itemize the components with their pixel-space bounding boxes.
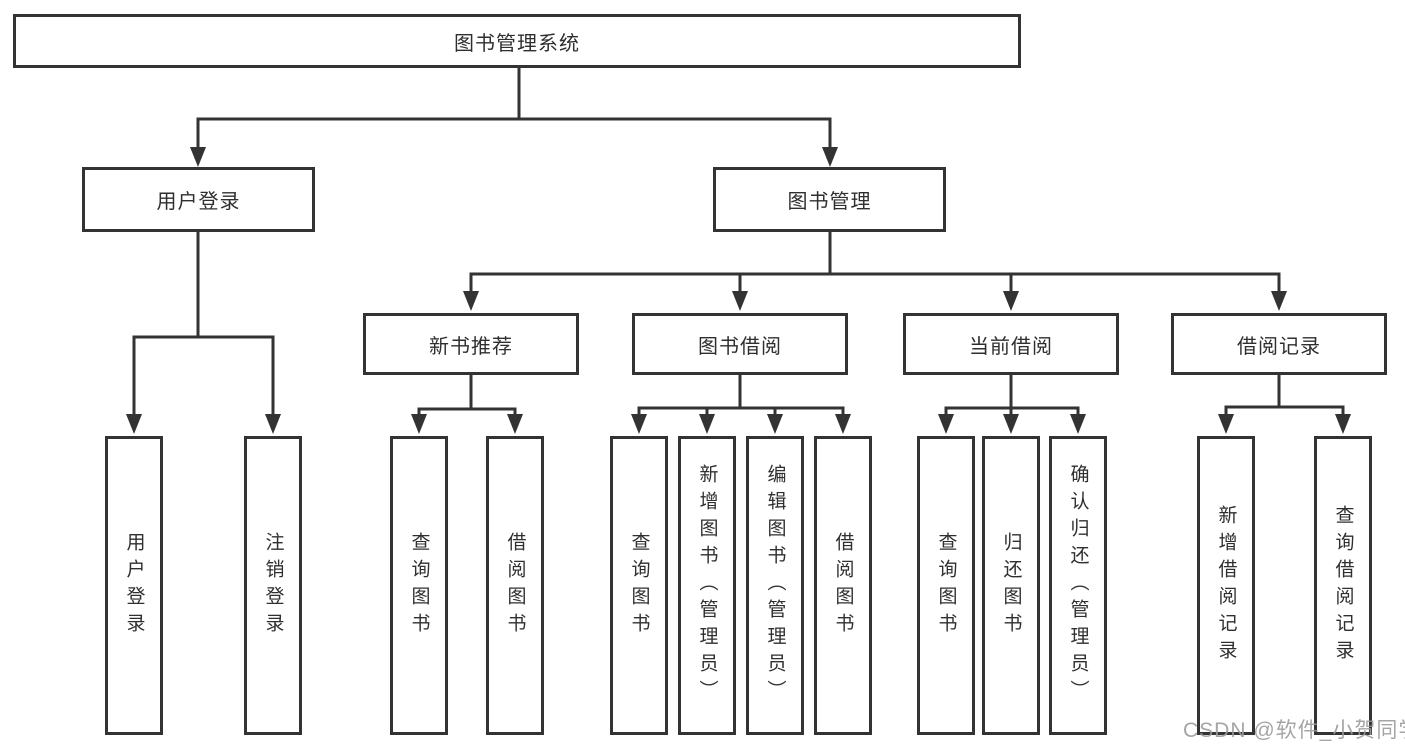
leaf-confirm-return-admin: 确认归还（管理员） <box>1049 436 1107 735</box>
leaf-borrow-books: 借阅图书 <box>814 436 872 735</box>
node-book-borrow: 图书借阅 <box>632 313 848 375</box>
leaf-borrow-books-recommend: 借阅图书 <box>486 436 544 735</box>
leaf-return-books: 归还图书 <box>982 436 1040 735</box>
csdn-watermark: CSDN @软件_小贺同学 <box>1183 719 1405 742</box>
node-user-login: 用户登录 <box>82 167 315 232</box>
node-borrow-records: 借阅记录 <box>1171 313 1387 375</box>
leaf-logout: 注销登录 <box>244 436 302 735</box>
leaf-edit-books-admin: 编辑图书（管理员） <box>746 436 804 735</box>
leaf-query-borrow-record: 查询借阅记录 <box>1314 436 1372 735</box>
leaf-query-books-borrow: 查询图书 <box>610 436 668 735</box>
node-library-management-system: 图书管理系统 <box>13 14 1021 68</box>
leaf-add-books-admin: 新增图书（管理员） <box>678 436 736 735</box>
leaf-query-books-recommend: 查询图书 <box>390 436 448 735</box>
node-book-management: 图书管理 <box>713 167 946 232</box>
node-current-borrow: 当前借阅 <box>903 313 1119 375</box>
node-new-book-recommend: 新书推荐 <box>363 313 579 375</box>
leaf-user-login: 用户登录 <box>105 436 163 735</box>
leaf-add-borrow-record: 新增借阅记录 <box>1197 436 1255 735</box>
leaf-query-books-current: 查询图书 <box>917 436 975 735</box>
